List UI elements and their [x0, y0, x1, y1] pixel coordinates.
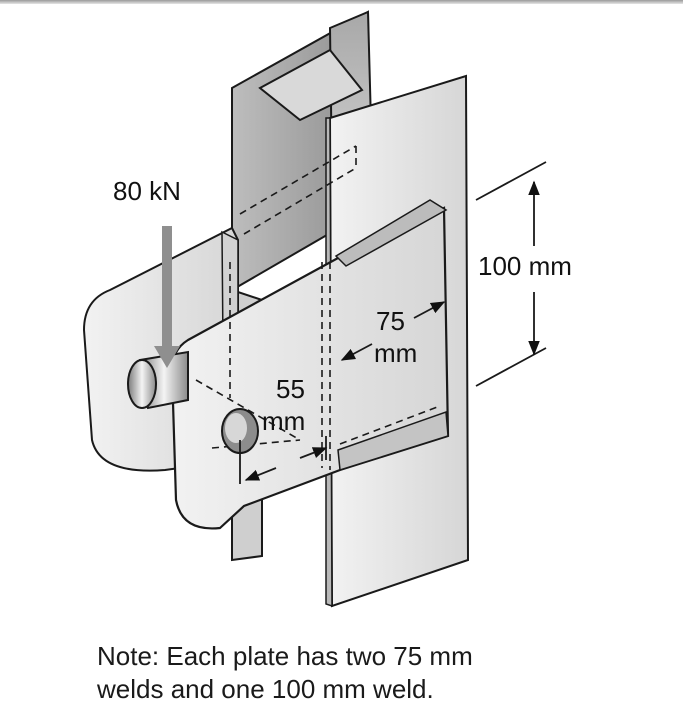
welded-bracket-diagram: 80 kN 100 mm 75 mm 55 mm: [82, 10, 572, 608]
load-pin: [127, 350, 189, 410]
offset-unit: mm: [262, 406, 305, 436]
load-label: 80 kN: [113, 176, 181, 206]
note-line-1: Note: Each plate has two 75 mm: [97, 641, 473, 671]
weld-length-unit: mm: [374, 338, 417, 368]
offset-dimension: [239, 436, 328, 484]
load-arrow: [154, 226, 180, 368]
height-dimension: [475, 161, 547, 387]
note-line-2: welds and one 100 mm weld.: [97, 674, 434, 704]
height-label: 100 mm: [478, 251, 572, 281]
weld-length-dimension: [340, 301, 446, 361]
top-border: [0, 0, 683, 4]
offset-value: 55: [276, 374, 305, 404]
pin-hole: [221, 408, 259, 454]
weld-note: Note: Each plate has two 75 mm welds and…: [97, 640, 657, 706]
weld-length-value: 75: [376, 306, 405, 336]
